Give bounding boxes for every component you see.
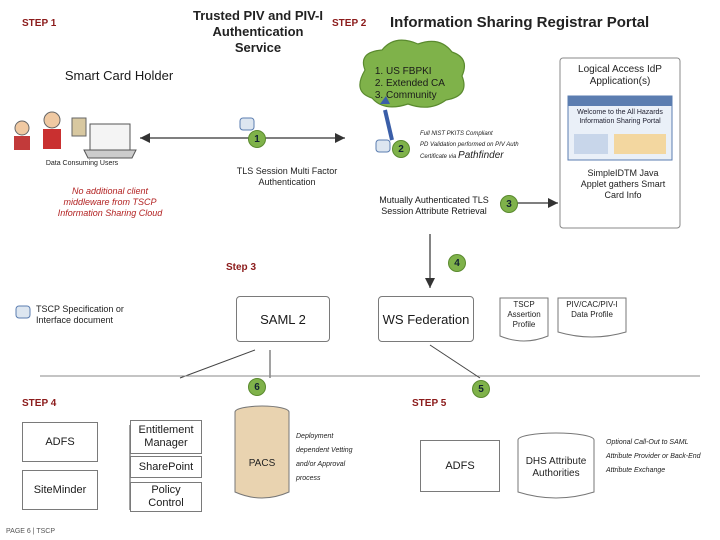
data-profile-label: PIV/CAC/PIV-I Data Profile [566,300,618,319]
smart-card-holder-label: Smart Card Holder [64,68,174,83]
cloud-item: Extended CA [386,78,445,90]
nist-note-line-2: PD Validation performed on PIV Auth [420,142,519,148]
dhs-authorities-label: DHS Attribute Authorities [525,456,587,479]
cloud-arrow-head [380,96,390,104]
data-profile-doc [557,297,627,338]
laptop-screen [89,123,131,151]
cloud-arrow [383,109,394,141]
policy-control-box: Policy Control [130,482,202,512]
nist-note-line-3: Certificate via Pathfinder [420,150,540,161]
data-consuming-users-label: Data Consuming Users [45,160,119,167]
assertion-doc [499,297,549,342]
idp-label: Logical Access IdP Application(s) [578,64,662,87]
card-reader [71,117,87,137]
idp-screen-header [568,96,672,106]
arrow-head-4 [425,278,435,288]
connector-6a [179,349,256,379]
cloud-item: Community [386,90,445,102]
step-number-1: 1 [248,130,266,148]
step-3-label: Step 3 [226,262,257,273]
entitlement-manager-box: Entitlement Manager [130,420,202,454]
mutual-tls-box: Mutually Authenticated TLS Session Attri… [370,178,498,234]
connector-5 [429,344,481,379]
laptop-base [83,149,137,159]
step-number-3: 3 [500,195,518,213]
siteminder-box: SiteMinder [22,470,98,510]
scroll-icon-2 [375,139,391,153]
idp-screen-panel-2 [614,134,666,154]
trusted-auth-title: Trusted PIV and PIV-I Authentication Ser… [192,8,324,55]
assertion-profile-label: TSCP Assertion Profile [507,300,541,329]
sharepoint-box: SharePoint [130,456,202,478]
portal-title: Information Sharing Registrar Portal [390,14,650,31]
cloud-item: US FBPKI [386,66,445,78]
idp-screen-panel [574,134,608,154]
person-body-1 [14,136,30,150]
step-number-6: 6 [248,378,266,396]
tls-session-label: TLS Session Multi Factor Authentication [236,166,338,187]
adfs-left-box: ADFS [22,422,98,462]
person-head-1 [14,120,30,136]
dhs-body [517,440,595,499]
deployment-note: Deployment dependent Vetting and/or Appr… [296,433,353,482]
optional-call-note: Optional Call-Out to SAML Attribute Prov… [606,439,701,474]
arrow-head-1 [140,133,150,143]
java-applet-label: SimpleIDTM Java Applet gathers Smart Car… [580,168,666,200]
scroll-icon-1 [239,117,255,131]
pathfinder-label: Pathfinder [458,150,504,161]
saml-2-box: SAML 2 [236,296,330,342]
pki-cloud-list: US FBPKI Extended CA Community [370,66,445,102]
nist-note-line-1: Full NIST PKITS Compliant [420,131,493,137]
step-1-label: STEP 1 [22,18,57,29]
step-2-label: STEP 2 [332,18,367,29]
tscp-spec-label: TSCP Specification or Interface document [36,304,124,325]
nist-note-line-3-text: Certificate via [420,154,457,160]
page-footer: PAGE 6 | TSCP [6,528,56,535]
step-5-label: STEP 5 [412,398,447,409]
pacs-body [234,412,290,499]
pki-cloud [359,39,465,108]
pacs-label: PACS [248,458,276,469]
person-head-2 [43,111,61,129]
idp-screen-text: Welcome to the All Hazards Information S… [577,109,663,125]
nist-note: Full NIST PKITS Compliant PD Validation … [420,130,540,161]
arrow-head-1b [335,133,345,143]
arrow-head-3 [548,198,558,208]
ws-federation-box: WS Federation [378,296,474,342]
no-middleware-note: No additional client middleware from TSC… [57,186,163,218]
step-number-2: 2 [392,140,410,158]
step-4-label: STEP 4 [22,398,57,409]
scroll-icon-3 [15,305,31,319]
adfs-right-box: ADFS [420,440,500,492]
person-body-2 [43,129,61,149]
step-number-5: 5 [472,380,490,398]
step-number-4: 4 [448,254,466,272]
